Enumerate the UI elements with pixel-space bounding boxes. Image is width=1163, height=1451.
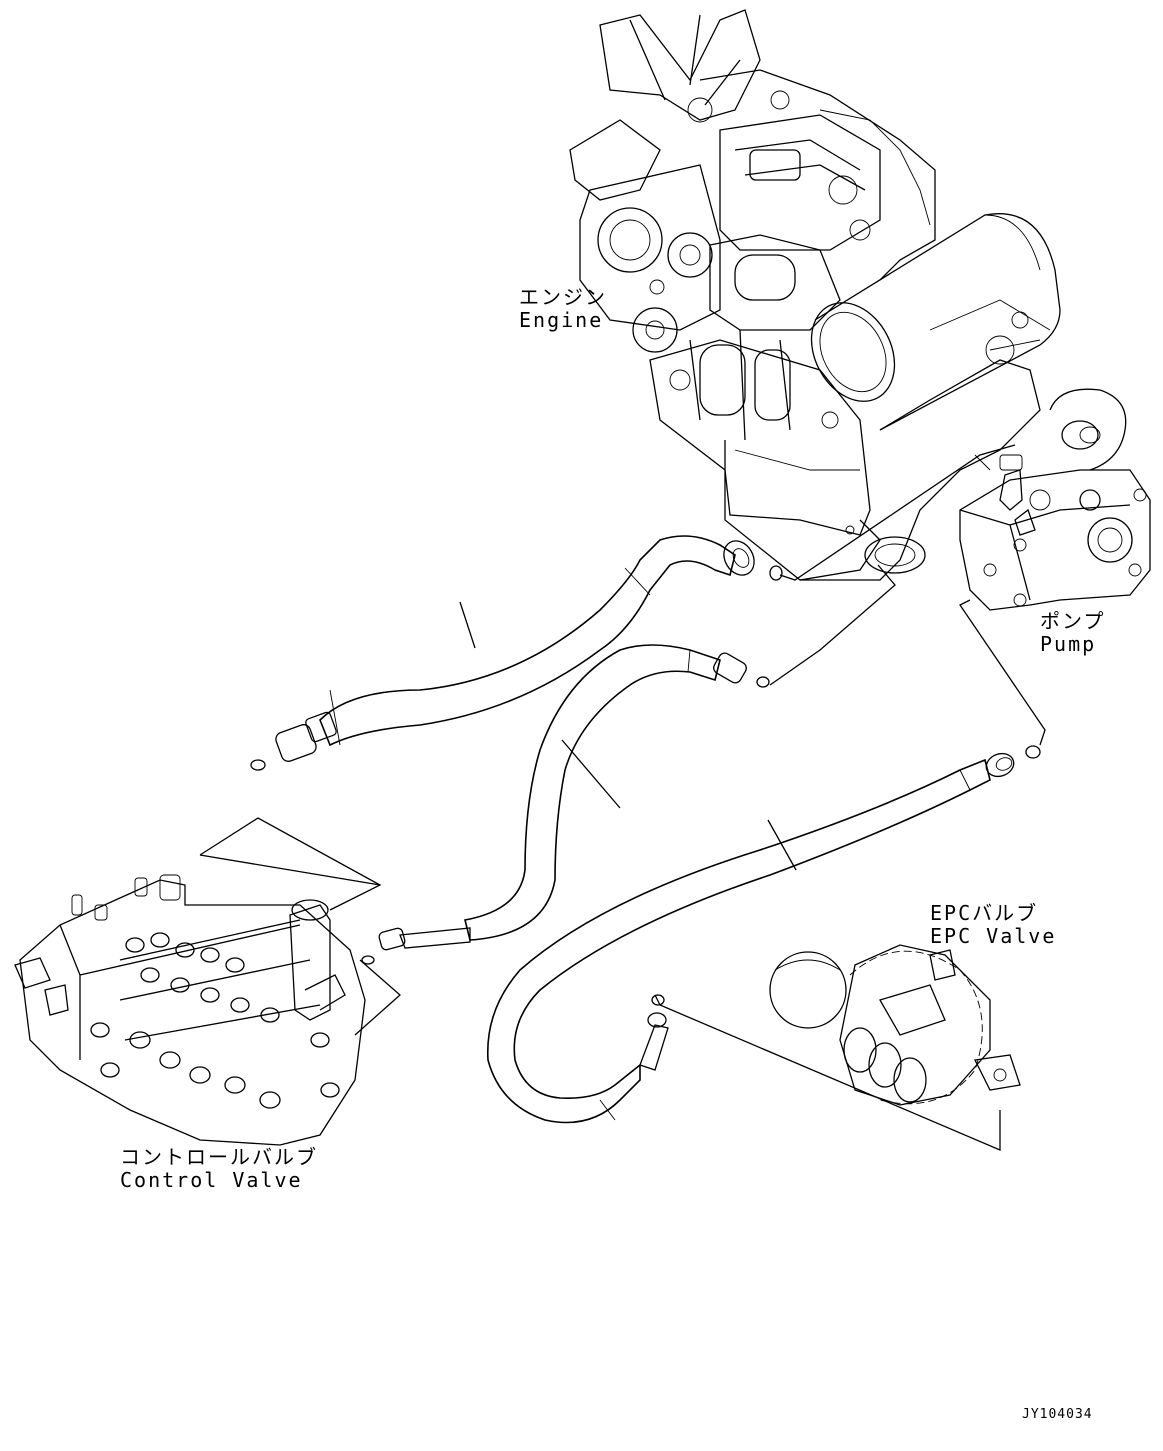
engine-label: エンジン Engine [519,286,607,332]
drawing-code: JY104034 [1022,1407,1093,1422]
control-valve-drawing [15,875,365,1145]
pump-label-en: Pump [1040,632,1097,656]
pump-label: ポンプ Pump [1040,610,1105,656]
epc-valve-label-en: EPC Valve [930,924,1057,948]
engine-label-en: Engine [519,308,604,332]
o-ring-icon [251,566,1040,1005]
epc-valve-label-jp: EPCバルブ [930,901,1039,925]
epc-valve-label: EPCバルブ EPC Valve [930,902,1056,948]
pump-drawing [960,455,1150,610]
control-valve-label-jp: コントロールバルブ [120,1145,318,1169]
leader-lines [200,445,1045,1150]
engine-label-jp: エンジン [519,285,607,309]
control-valve-label: コントロールバルブ Control Valve [120,1146,318,1192]
hose-drawing [274,535,1017,1122]
epc-valve-drawing [770,945,1020,1105]
control-valve-label-en: Control Valve [120,1168,303,1192]
engine-drawing [570,10,1126,580]
pump-label-jp: ポンプ [1040,609,1106,633]
